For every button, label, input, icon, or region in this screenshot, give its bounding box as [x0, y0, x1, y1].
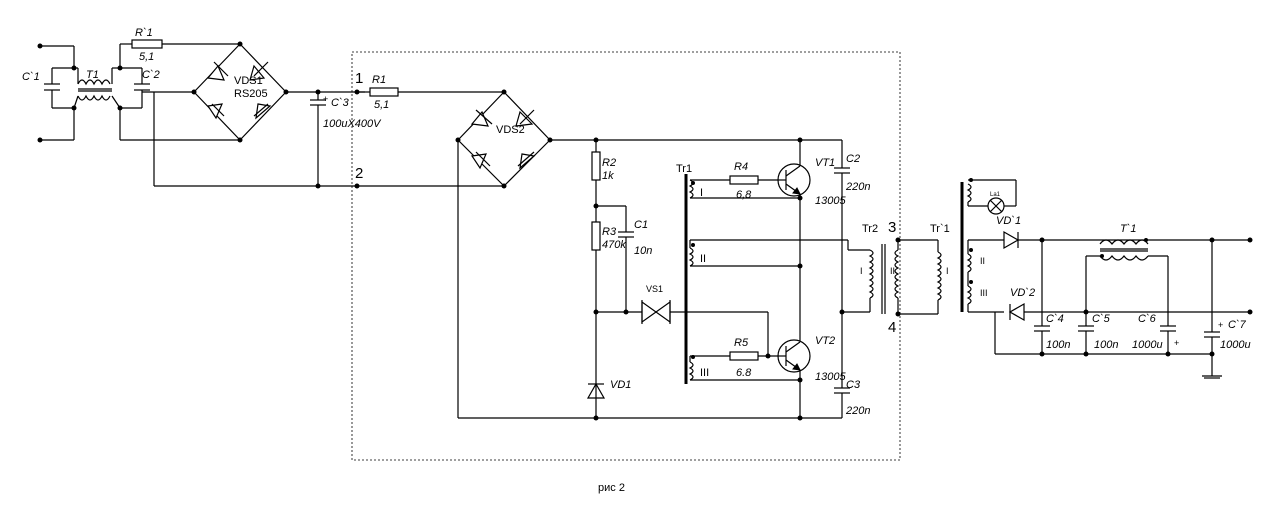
- label-r4-value: 6,8: [736, 189, 752, 201]
- label-c5-prime-value: 100n: [1094, 339, 1118, 351]
- label-c3-value: 220n: [845, 405, 870, 417]
- label-tr2-winding-2: II: [890, 266, 895, 276]
- label-c3-prime-value: 100uX400V: [323, 118, 382, 130]
- label-vd2-prime: VD`2: [1010, 287, 1035, 299]
- label-vs1: VS1: [646, 284, 663, 294]
- label-c1: C1: [634, 219, 648, 231]
- label-vds1-type: RS205: [234, 88, 268, 100]
- label-c4-prime: C`4: [1046, 313, 1064, 325]
- r3-resistor: [591, 221, 601, 251]
- c3-prime-capacitor: [286, 89, 365, 189]
- t1-prime-coil-bottom: [1099, 255, 1149, 261]
- label-vt2: VT2: [815, 335, 835, 347]
- label-t1-prime: T`1: [1120, 223, 1137, 235]
- label-c5-prime: C`5: [1092, 313, 1111, 325]
- label-node-2: 2: [355, 165, 363, 182]
- label-vt2-type: 13005: [815, 371, 846, 383]
- label-winding-1: I: [700, 187, 703, 199]
- output-terminal-top: [1247, 237, 1253, 243]
- vd1-prime-diode: [1003, 230, 1020, 250]
- t1-prime-coil-top: [1099, 239, 1149, 245]
- label-vt1-type: 13005: [815, 195, 846, 207]
- input-filter: [37, 39, 318, 187]
- t1-coil-bottom: [77, 94, 111, 101]
- label-vds1: VDS1: [234, 75, 263, 87]
- r2-resistor: [591, 151, 601, 181]
- label-r5: R5: [734, 337, 749, 349]
- label-winding-2: II: [700, 253, 706, 265]
- label-vt1: VT1: [815, 157, 835, 169]
- r5-resistor: [729, 351, 759, 361]
- output-section: [898, 178, 1253, 379]
- label-tr1-prime-winding-1: I: [946, 266, 949, 276]
- label-c3-prime: C`3: [331, 97, 350, 109]
- label-tr1-prime: Tr`1: [930, 223, 950, 235]
- label-node-4: 4: [888, 319, 896, 336]
- label-r5-value: 6.8: [736, 367, 752, 379]
- label-c7-prime: C`7: [1228, 319, 1247, 331]
- label-c7-prime-plus: +: [1218, 320, 1223, 330]
- label-vd1-prime: VD`1: [996, 215, 1021, 227]
- label-c1-value: 10n: [634, 245, 652, 257]
- label-r3-value: 470k: [602, 239, 626, 251]
- t1-coil-top: [77, 79, 111, 86]
- tr2-primary: [868, 249, 874, 299]
- label-tr1-prime-winding-2: II: [980, 256, 985, 266]
- inverter: [354, 87, 901, 421]
- label-c4-prime-value: 100n: [1046, 339, 1070, 351]
- label-c3: C3: [846, 379, 861, 391]
- label-r1: R1: [372, 74, 386, 86]
- vd2-prime-diode: [1008, 302, 1025, 322]
- label-tr1-prime-winding-3: III: [980, 288, 988, 298]
- vs1-dinistor: [641, 300, 658, 324]
- label-c2: C2: [846, 153, 860, 165]
- input-terminal-bottom: [37, 137, 43, 143]
- label-r3: R3: [602, 226, 617, 238]
- label-r1-value: 5,1: [374, 99, 389, 111]
- vds1-bridge: [191, 41, 289, 143]
- label-c6-prime-plus: +: [1174, 338, 1179, 348]
- label-t1: T1: [86, 69, 99, 81]
- label-c7-prime-value: 1000u: [1220, 339, 1251, 351]
- labels: C`1 T1 R`1 5,1 C`2 VDS1 RS205 C`3 + 100u…: [22, 27, 1251, 494]
- r4-resistor: [729, 175, 759, 185]
- label-r2-value: 1k: [602, 170, 614, 182]
- figure-caption: рис 2: [598, 482, 625, 494]
- output-terminal-middle: [1247, 309, 1253, 315]
- label-tr2-winding-1: I: [860, 266, 863, 276]
- tr2-secondary: [894, 249, 900, 299]
- label-r1-prime-value: 5,1: [139, 51, 154, 63]
- label-c6-prime-value: 1000u: [1132, 339, 1163, 351]
- label-c1-prime: C`1: [22, 71, 40, 83]
- label-lamp: La1: [990, 192, 1001, 198]
- label-c2-prime: C`2: [142, 69, 160, 81]
- label-winding-3: III: [700, 367, 709, 379]
- inverter-boundary: [351, 51, 901, 461]
- tr1-prime-primary: [936, 251, 942, 301]
- label-c3-prime-plus: +: [323, 94, 328, 104]
- label-r1-prime: R`1: [135, 27, 153, 39]
- label-c2-value: 220n: [845, 181, 870, 193]
- label-vd1: VD1: [610, 379, 631, 391]
- label-node-3: 3: [888, 219, 896, 236]
- label-tr2: Tr2: [862, 223, 878, 235]
- label-r2: R2: [602, 157, 616, 169]
- label-node-1: 1: [355, 70, 363, 87]
- r1-resistor: [369, 87, 399, 97]
- label-r4: R4: [734, 161, 748, 173]
- label-vds2: VDS2: [496, 124, 525, 136]
- label-c6-prime: C`6: [1138, 313, 1157, 325]
- label-tr1: Tr1: [676, 163, 692, 175]
- r1-prime-resistor: [131, 39, 163, 49]
- input-terminal-top: [37, 43, 43, 49]
